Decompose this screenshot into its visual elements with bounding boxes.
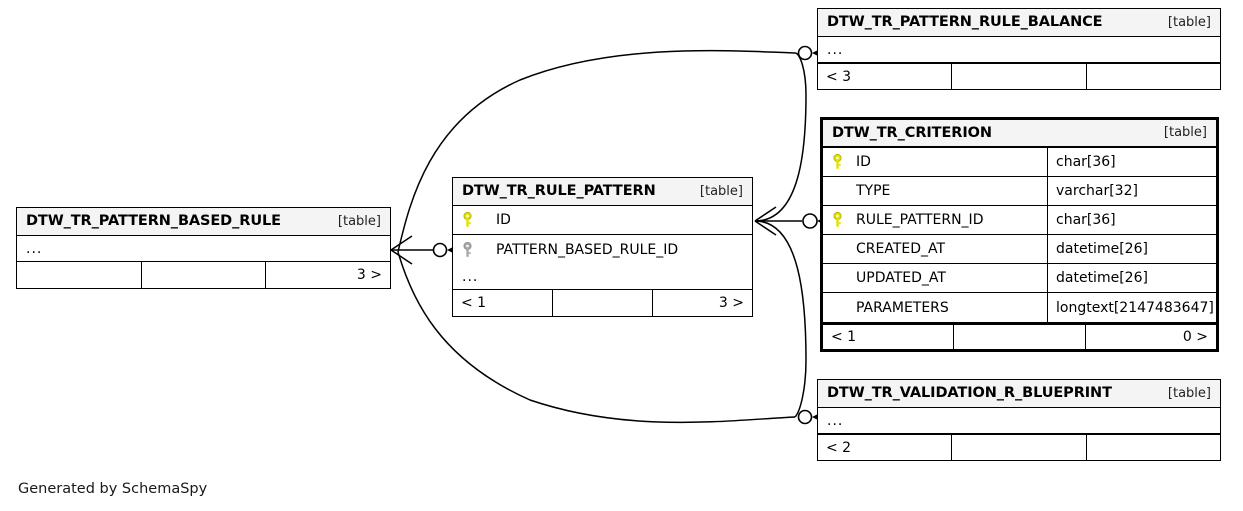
table-row[interactable]: ID	[453, 206, 752, 235]
column-name-cell: UPDATED_AT	[823, 264, 1047, 292]
collapsed-columns-indicator: ...	[818, 37, 1220, 63]
table-header: DTW_TR_PATTERN_RULE_BALANCE [table]	[818, 9, 1220, 37]
footer-cell-parents: < 1	[823, 325, 955, 349]
table-dtw-tr-pattern-rule-balance[interactable]: DTW_TR_PATTERN_RULE_BALANCE [table] ... …	[817, 8, 1221, 90]
key-icon-primary	[832, 212, 856, 228]
column-type: datetime[26]	[1047, 264, 1216, 292]
table-type-tag: [table]	[1167, 14, 1211, 30]
footer-cell-middle	[553, 290, 653, 316]
column-type: varchar[32]	[1047, 177, 1216, 205]
edge-rule-pattern-to-validation-r-blueprint	[754, 220, 807, 418]
column-name: TYPE	[856, 183, 891, 199]
footer-cell-children: 3 >	[356, 267, 383, 283]
column-name: ID	[496, 212, 511, 228]
column-name: PATTERN_BASED_RULE_ID	[496, 241, 679, 258]
table-type-tag: [table]	[1163, 125, 1207, 140]
table-dtw-tr-rule-pattern[interactable]: DTW_TR_RULE_PATTERN [table] ID	[452, 177, 753, 317]
column-name: UPDATED_AT	[856, 270, 946, 286]
column-name: PARAMETERS	[856, 299, 949, 316]
table-row[interactable]: PATTERN_BASED_RULE_ID	[453, 235, 752, 264]
table-type-tag: [table]	[699, 183, 743, 199]
crows-foot-rule-pattern	[754, 206, 777, 236]
table-dtw-tr-criterion[interactable]: DTW_TR_CRITERION [table] ID char	[820, 117, 1219, 352]
column-name: ID	[856, 154, 871, 170]
column-list: ID PATTERN_BASED_RULE_ID	[453, 206, 752, 264]
table-header: DTW_TR_VALIDATION_R_BLUEPRINT [table]	[818, 380, 1220, 408]
column-name-cell: RULE_PATTERN_ID	[823, 206, 1047, 234]
column-name-cell: ID	[453, 206, 752, 234]
key-icon-primary	[462, 212, 486, 228]
footer-cell-children	[1087, 435, 1220, 460]
column-type: char[36]	[1047, 148, 1216, 176]
table-type-tag: [table]	[1167, 385, 1211, 401]
footer-cell-parents	[17, 262, 142, 288]
footer-cell-middle	[952, 435, 1087, 460]
table-row[interactable]: ID char[36]	[823, 148, 1216, 177]
footer-cell-middle	[952, 64, 1087, 89]
table-title: DTW_TR_VALIDATION_R_BLUEPRINT	[827, 385, 1112, 401]
table-row[interactable]: TYPE varchar[32]	[823, 177, 1216, 206]
table-header: DTW_TR_RULE_PATTERN [table]	[453, 178, 752, 206]
footer-cell-parents: < 2	[818, 435, 953, 460]
footer-cell-children: 3 >	[718, 295, 744, 311]
collapsed-columns-indicator: ...	[818, 408, 1220, 434]
edge-rule-pattern-to-pattern-rule-balance	[754, 52, 807, 222]
column-name-cell: CREATED_AT	[823, 235, 1047, 263]
column-name: RULE_PATTERN_ID	[856, 212, 984, 228]
generated-by-caption: Generated by SchemaSpy	[18, 481, 208, 497]
crows-foot-pattern-based-rule	[390, 235, 413, 265]
footer-cell-parents: < 1	[453, 290, 553, 316]
footer-cell-middle	[954, 325, 1086, 349]
table-footer: 3 >	[17, 262, 390, 288]
table-footer: < 1 0 >	[823, 323, 1216, 349]
footer-cell-middle	[142, 262, 267, 288]
collapsed-columns-indicator: ...	[453, 264, 752, 290]
table-title: DTW_TR_RULE_PATTERN	[462, 183, 656, 199]
column-name-cell: PATTERN_BASED_RULE_ID	[453, 235, 752, 264]
column-name-cell: PARAMETERS	[823, 293, 1047, 322]
table-type-tag: [table]	[337, 213, 381, 229]
column-name-cell: TYPE	[823, 177, 1047, 205]
footer-cell-children: 0 >	[1182, 329, 1208, 345]
column-type: datetime[26]	[1047, 235, 1216, 263]
table-header: DTW_TR_CRITERION [table]	[823, 120, 1216, 148]
table-row[interactable]: PARAMETERS longtext[2147483647]	[823, 293, 1216, 322]
table-footer: < 2	[818, 434, 1220, 460]
column-type: char[36]	[1047, 206, 1216, 234]
table-dtw-tr-pattern-based-rule[interactable]: DTW_TR_PATTERN_BASED_RULE [table] ... 3 …	[16, 207, 391, 289]
column-list: ID char[36] TYPE varchar[32]	[823, 148, 1216, 323]
collapsed-columns-indicator: ...	[17, 236, 390, 262]
table-footer: < 1 3 >	[453, 290, 752, 316]
key-icon-primary	[832, 154, 856, 170]
table-title: DTW_TR_PATTERN_RULE_BALANCE	[827, 14, 1103, 30]
footer-cell-children	[1087, 64, 1220, 89]
column-type: longtext[2147483647]	[1047, 293, 1216, 322]
table-dtw-tr-validation-r-blueprint[interactable]: DTW_TR_VALIDATION_R_BLUEPRINT [table] ..…	[817, 379, 1221, 461]
table-header: DTW_TR_PATTERN_BASED_RULE [table]	[17, 208, 390, 236]
footer-cell-parents: < 3	[818, 64, 953, 89]
column-name-cell: ID	[823, 148, 1047, 176]
column-name: CREATED_AT	[856, 241, 946, 257]
table-row[interactable]: UPDATED_AT datetime[26]	[823, 264, 1216, 293]
table-title: DTW_TR_PATTERN_BASED_RULE	[26, 213, 281, 229]
table-title: DTW_TR_CRITERION	[832, 124, 992, 141]
key-icon-foreign	[462, 241, 486, 258]
table-row[interactable]: RULE_PATTERN_ID char[36]	[823, 206, 1216, 235]
table-footer: < 3	[818, 63, 1220, 89]
table-row[interactable]: CREATED_AT datetime[26]	[823, 235, 1216, 264]
